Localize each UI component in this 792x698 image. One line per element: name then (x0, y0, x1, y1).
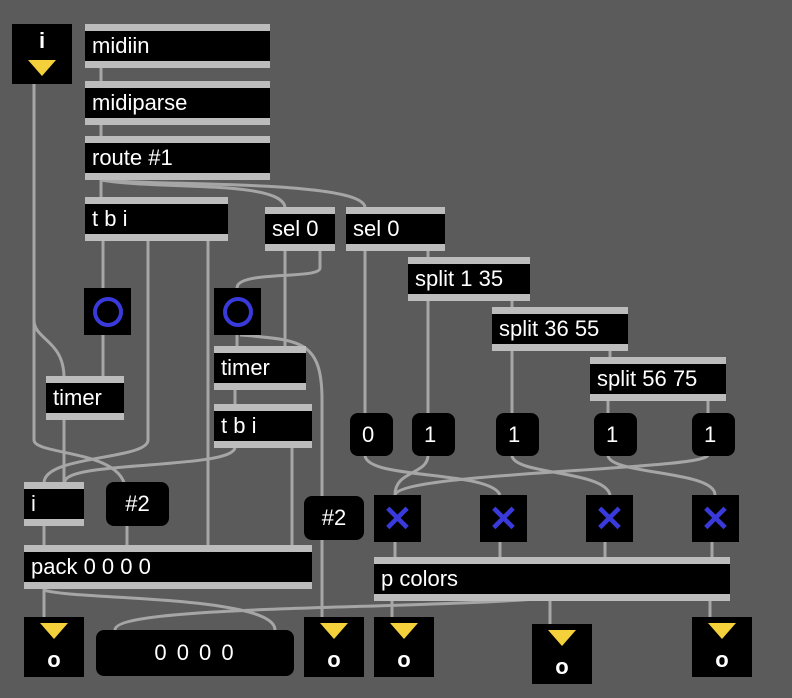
outlet-label: o (397, 647, 411, 672)
outlet-triangle-icon (390, 623, 418, 639)
bang-circle-icon (222, 296, 253, 327)
timer-object-1[interactable]: timer (46, 376, 124, 420)
bang-button-2[interactable] (214, 288, 261, 335)
toggle-4[interactable]: ✕ (692, 495, 739, 542)
number-box-3[interactable]: 1 (594, 413, 637, 456)
pack-object[interactable]: pack 0 0 0 0 (24, 545, 312, 589)
toggle-x-icon: ✕ (488, 497, 519, 539)
number-box-2[interactable]: 1 (496, 413, 539, 456)
toggle-x-icon: ✕ (700, 497, 731, 539)
outlet-label: o (715, 647, 729, 672)
outlet-triangle-icon (548, 630, 576, 646)
timer-object-2[interactable]: timer (214, 346, 306, 390)
outlet-triangle-icon (320, 623, 348, 639)
midiin-object[interactable]: midiin (85, 24, 270, 68)
toggle-3[interactable]: ✕ (586, 495, 633, 542)
trigger-object-1[interactable]: t b i (85, 197, 228, 241)
number-box-1[interactable]: 1 (412, 413, 455, 456)
outlet-label: o (327, 647, 341, 672)
arg-message-1[interactable]: #2 (106, 482, 169, 526)
inlet-label: i (38, 28, 46, 53)
toggle-x-icon: ✕ (594, 497, 625, 539)
inlet-triangle-icon (28, 60, 56, 76)
bang-button-1[interactable] (84, 288, 131, 335)
bang-circle-icon (92, 296, 123, 327)
trigger-object-2[interactable]: t b i (214, 404, 312, 448)
int-object[interactable]: i (24, 482, 84, 526)
p-colors-object[interactable]: p colors (374, 557, 730, 601)
sel0-object-a[interactable]: sel 0 (265, 207, 335, 251)
outlet-triangle-icon (40, 623, 68, 639)
toggle-2[interactable]: ✕ (480, 495, 527, 542)
outlet-1[interactable]: o (24, 617, 84, 677)
number-box-0[interactable]: 0 (350, 413, 393, 456)
midiparse-object[interactable]: midiparse (85, 81, 270, 125)
outlet-4[interactable]: o (532, 624, 592, 684)
split-object-2[interactable]: split 36 55 (492, 307, 628, 351)
outlet-2[interactable]: o (304, 617, 364, 677)
toggle-1[interactable]: ✕ (374, 495, 421, 542)
outlet-label: o (555, 654, 569, 679)
number-box-4[interactable]: 1 (692, 413, 735, 456)
list-display[interactable]: 0 0 0 0 (96, 630, 294, 676)
inlet-i[interactable]: i (12, 24, 72, 84)
outlet-triangle-icon (708, 623, 736, 639)
toggle-x-icon: ✕ (382, 497, 413, 539)
sel0-object-b[interactable]: sel 0 (346, 207, 445, 251)
arg-message-2[interactable]: #2 (304, 496, 364, 540)
split-object-3[interactable]: split 56 75 (590, 357, 726, 401)
split-object-1[interactable]: split 1 35 (408, 257, 530, 301)
route-object[interactable]: route #1 (85, 136, 270, 180)
outlet-5[interactable]: o (692, 617, 752, 677)
outlet-3[interactable]: o (374, 617, 434, 677)
outlet-label: o (47, 647, 61, 672)
